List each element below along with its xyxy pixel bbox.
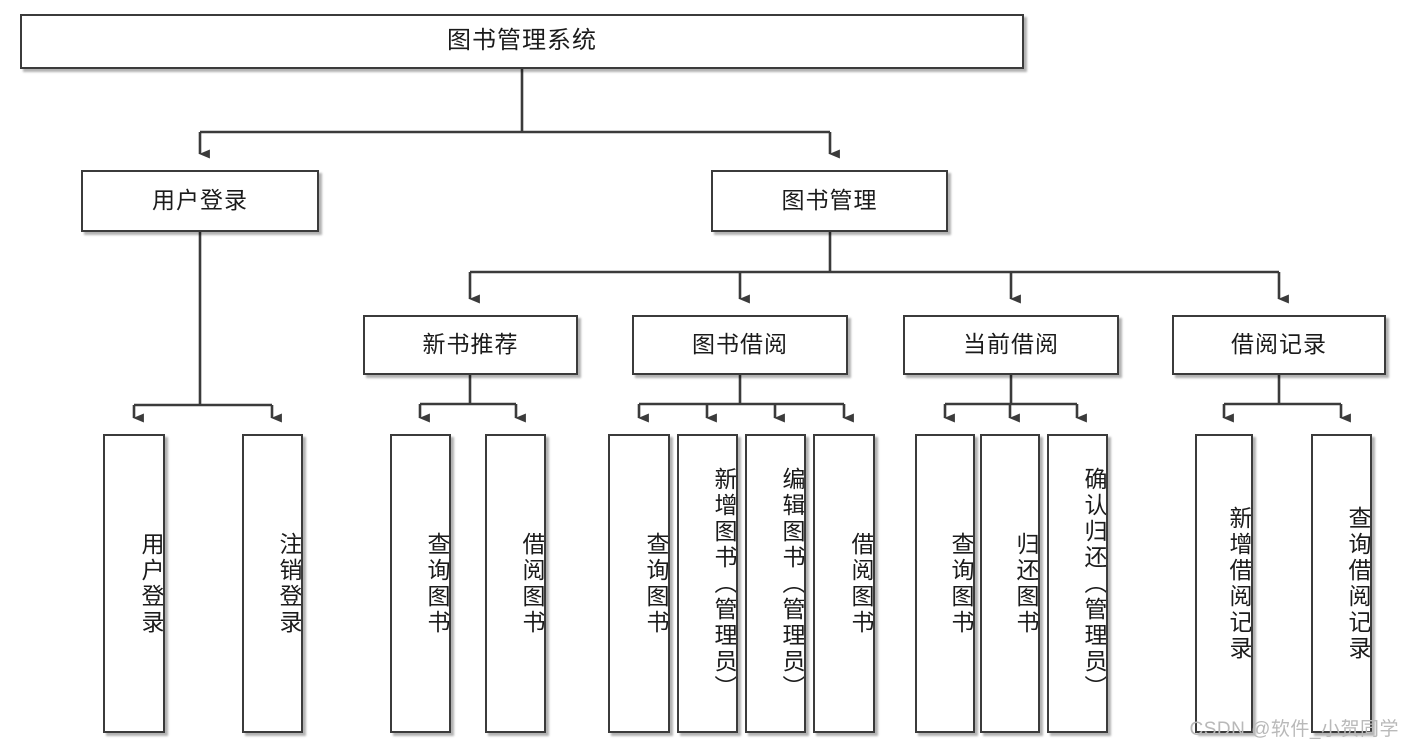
node-new-book-recommend[interactable]: 新书推荐 xyxy=(363,315,578,375)
node-leaf-borrow-book-recommend[interactable]: 借阅图书 xyxy=(485,434,546,733)
node-borrow-record[interactable]: 借阅记录 xyxy=(1172,315,1386,375)
node-user-login[interactable]: 用户登录 xyxy=(81,170,319,232)
node-leaf-query-book-current[interactable]: 查询图书 xyxy=(915,434,975,733)
node-leaf-add-book[interactable]: 新增图书（管理员） xyxy=(677,434,738,733)
node-leaf-add-borrow-record[interactable]: 新增借阅记录 xyxy=(1195,434,1253,733)
node-leaf-borrow-book[interactable]: 借阅图书 xyxy=(813,434,875,733)
node-leaf-logout[interactable]: 注销登录 xyxy=(242,434,303,733)
node-current-borrow[interactable]: 当前借阅 xyxy=(903,315,1119,375)
node-leaf-return-book[interactable]: 归还图书 xyxy=(980,434,1040,733)
node-leaf-query-book[interactable]: 查询图书 xyxy=(608,434,670,733)
node-leaf-user-login[interactable]: 用户登录 xyxy=(103,434,165,733)
node-leaf-confirm-return[interactable]: 确认归还（管理员） xyxy=(1047,434,1108,733)
node-leaf-query-book-recommend[interactable]: 查询图书 xyxy=(390,434,451,733)
node-leaf-query-borrow-record[interactable]: 查询借阅记录 xyxy=(1311,434,1372,733)
node-book-manage[interactable]: 图书管理 xyxy=(711,170,948,232)
csdn-watermark: CSDN @软件_小贺同学 xyxy=(1189,719,1399,740)
node-root[interactable]: 图书管理系统 xyxy=(20,14,1024,69)
node-leaf-edit-book[interactable]: 编辑图书（管理员） xyxy=(745,434,806,733)
node-book-borrow[interactable]: 图书借阅 xyxy=(632,315,848,375)
